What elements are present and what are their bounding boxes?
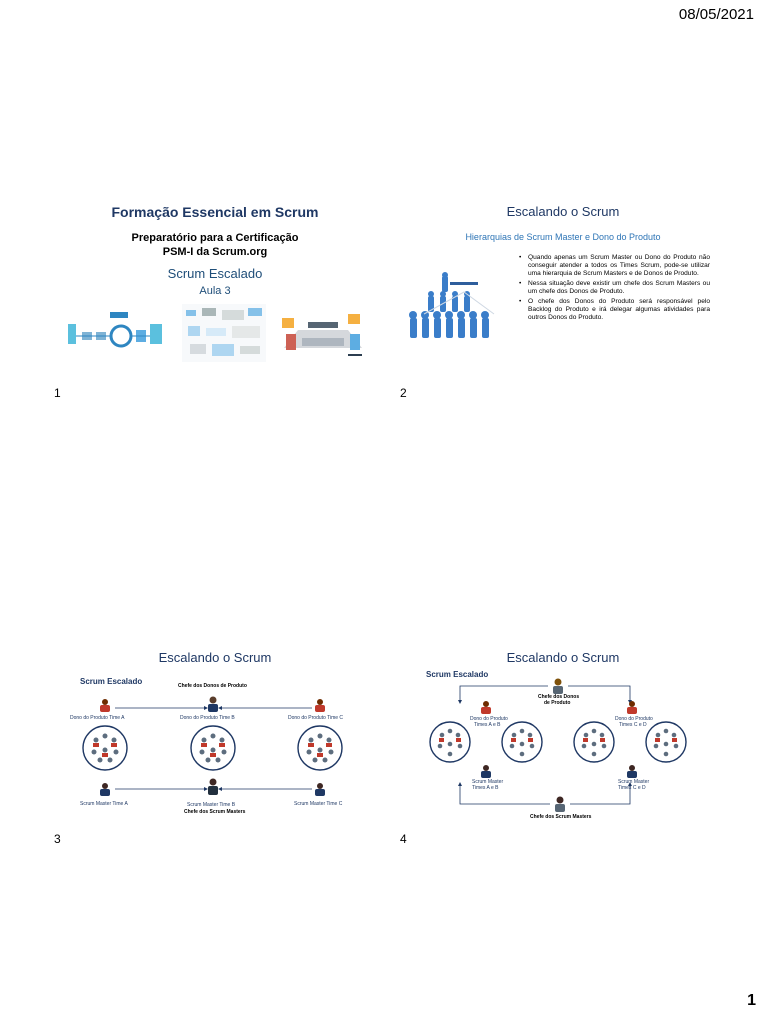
chief-po-label: Chefe dos Donos de Produto [178, 683, 247, 689]
slide-4: Escalando o Scrum Scrum Escalado [398, 644, 728, 828]
bullet-item: O chefe dos Donos do Produto será respon… [519, 298, 710, 322]
po-a-label: Dono do Produto Time A [70, 715, 125, 721]
slide-3-number: 3 [54, 832, 61, 846]
slide-4-number: 4 [400, 832, 407, 846]
framework-diagram-thumbnail [182, 304, 266, 362]
po-c-label: Dono do Produto Time C [288, 715, 344, 721]
po-cd-label-line2: Times C e D [619, 722, 647, 728]
slide-3: Escalando o Scrum Scrum Escalado Chefe d… [50, 644, 380, 828]
chief-po-label-line2: de Produto [544, 700, 571, 706]
slide-1-subtitle-line1: Preparatório para a Certificação [131, 232, 299, 244]
sm-c-label: Scrum Master Time C [294, 801, 343, 807]
scrum-process-thumbnail [68, 312, 162, 348]
slide-3-label: Scrum Escalado [80, 677, 143, 686]
slide-1-lesson: Aula 3 [199, 285, 231, 297]
po-cd-label-line1: Dono do Produto [615, 716, 653, 722]
slide-2-subtitle: Hierarquias de Scrum Master e Dono do Pr… [465, 232, 661, 242]
po-ab-label-line1: Dono do Produto [470, 716, 508, 722]
scaled-scrum-thumbnail [282, 314, 362, 356]
bullet-item: Nessa situação deve existir um chefe dos… [519, 280, 710, 296]
sm-b-label: Scrum Master Time B [187, 802, 236, 808]
slide-3-title: Escalando o Scrum [158, 650, 272, 665]
po-ab-label-line2: Times A e B [474, 722, 501, 728]
sm-cd-label-line1: Scrum Master [618, 779, 650, 785]
header-date: 08/05/2021 [678, 6, 754, 23]
slide-2: Escalando o Scrum Hierarquias de Scrum M… [398, 196, 728, 380]
sm-ab-label-line2: Times A e B [472, 785, 499, 791]
chief-sm-label: Chefe dos Scrum Masters [530, 814, 592, 820]
po-b-label: Dono do Produto Time B [180, 715, 235, 721]
chief-po-label-line1: Chefe dos Donos [538, 694, 580, 700]
sm-cd-label-line2: Times C e D [618, 785, 646, 791]
slide-1: Formação Essencial em Scrum Preparatório… [50, 196, 380, 380]
bullet-item: Quando apenas um Scrum Master ou Dono do… [519, 254, 710, 278]
slide-2-bullets: Quando apenas um Scrum Master ou Dono do… [518, 254, 710, 324]
slide-1-number: 1 [54, 386, 61, 400]
sm-ab-label-line1: Scrum Master [472, 779, 504, 785]
slide-1-title: Formação Essencial em Scrum [111, 204, 319, 220]
slide-3-diagram [82, 696, 343, 796]
page-number: 1 [747, 992, 756, 1009]
slide-4-diagram [429, 678, 687, 812]
chief-sm-label: Chefe dos Scrum Masters [184, 809, 246, 815]
hierarchy-people-illustration [409, 272, 495, 338]
person-icon [208, 696, 218, 712]
slide-4-label: Scrum Escalado [426, 670, 489, 679]
slide-4-title: Escalando o Scrum [506, 650, 620, 665]
slide-2-number: 2 [400, 386, 407, 400]
slide-2-title: Escalando o Scrum [506, 204, 620, 219]
sm-a-label: Scrum Master Time A [80, 801, 128, 807]
slide-1-subtitle-line2: PSM-I da Scrum.org [162, 246, 268, 258]
slide-1-section: Scrum Escalado [167, 266, 263, 281]
